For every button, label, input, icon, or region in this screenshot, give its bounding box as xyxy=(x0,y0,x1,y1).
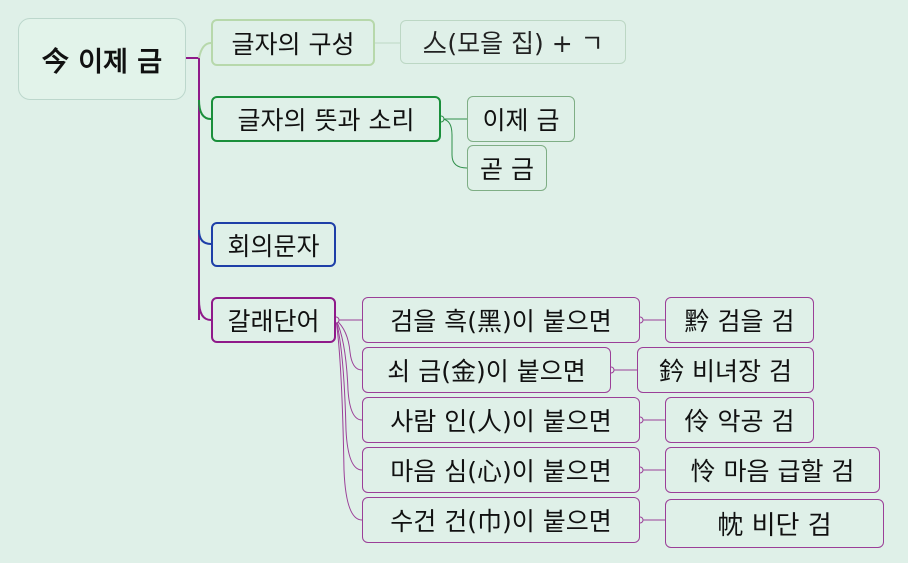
branch-composition[interactable]: 글자의 구성 xyxy=(211,19,375,66)
branch-type[interactable]: 회의문자 xyxy=(211,222,336,267)
meaning-child[interactable]: 곧 금 xyxy=(467,145,547,191)
root-node[interactable]: 今 이제 금 xyxy=(18,18,186,100)
derived-result[interactable]: 帎 비단 검 xyxy=(665,499,884,548)
derived-rule[interactable]: 마음 심(心)이 붙으면 xyxy=(362,447,640,493)
edge-composition xyxy=(198,42,212,59)
derived-rule[interactable]: 사람 인(人)이 붙으면 xyxy=(362,397,640,443)
branch-meaning[interactable]: 글자의 뜻과 소리 xyxy=(211,96,441,142)
trunk-line xyxy=(186,57,200,320)
derived-rule[interactable]: 검을 흑(黑)이 붙으면 xyxy=(362,297,640,343)
derived-rule[interactable]: 쇠 금(金)이 붙으면 xyxy=(362,347,611,393)
edge-derived-2 xyxy=(335,319,363,371)
composition-child[interactable]: 亼(모을 집) + ㄱ xyxy=(400,20,626,64)
edge-derived-3 xyxy=(335,319,363,421)
edge-derived-4 xyxy=(335,319,363,471)
derived-result[interactable]: 伶 악공 검 xyxy=(665,397,814,443)
edge-type xyxy=(198,229,212,245)
meaning-child[interactable]: 이제 금 xyxy=(467,96,575,142)
derived-result[interactable]: 鈐 비녀장 검 xyxy=(637,347,814,393)
derived-result[interactable]: 怜 마음 급할 검 xyxy=(665,447,880,493)
derived-result[interactable]: 黔 검을 검 xyxy=(665,297,814,343)
edge-derived-5 xyxy=(335,319,363,521)
edge-meaning xyxy=(198,99,212,120)
branch-derived[interactable]: 갈래단어 xyxy=(211,297,336,343)
derived-rule[interactable]: 수건 건(巾)이 붙으면 xyxy=(362,497,640,543)
edge-meaning-child-2 xyxy=(440,118,468,169)
edge-derived xyxy=(198,299,212,321)
